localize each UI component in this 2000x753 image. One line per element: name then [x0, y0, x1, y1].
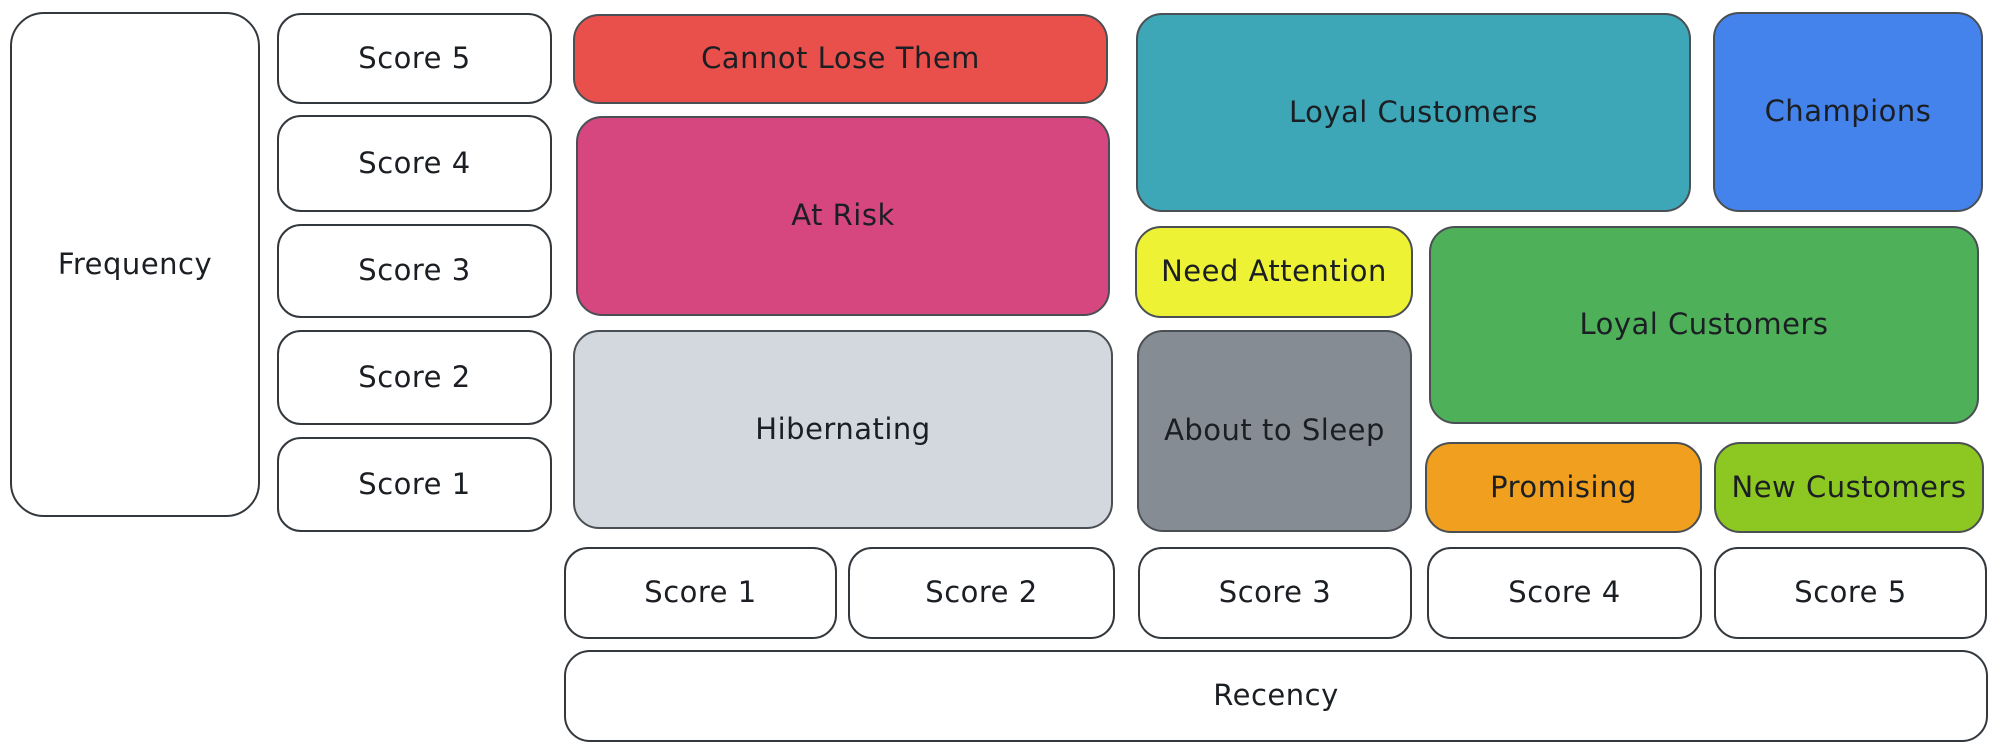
- recency-axis-label: Recency: [1213, 678, 1339, 713]
- recency-score-5-label: Score 5: [1794, 575, 1907, 610]
- frequency-score-1-box: Score 1: [277, 437, 552, 532]
- segment-need-attention: Need Attention: [1135, 226, 1413, 318]
- recency-score-2-box: Score 2: [848, 547, 1115, 639]
- recency-score-2-label: Score 2: [925, 575, 1038, 610]
- recency-score-4-box: Score 4: [1427, 547, 1702, 639]
- frequency-score-4-box: Score 4: [277, 115, 552, 212]
- frequency-score-3-label: Score 3: [358, 253, 471, 288]
- recency-score-3-box: Score 3: [1138, 547, 1412, 639]
- segment-hibernating-label: Hibernating: [755, 411, 931, 446]
- segment-about-to-sleep-label: About to Sleep: [1164, 413, 1385, 448]
- segment-need-attention-label: Need Attention: [1161, 254, 1387, 289]
- segment-loyal-customers-upper-label: Loyal Customers: [1288, 94, 1539, 129]
- segment-promising: Promising: [1425, 442, 1702, 533]
- frequency-score-2-label: Score 2: [358, 359, 471, 394]
- frequency-score-3-box: Score 3: [277, 224, 552, 318]
- frequency-score-4-label: Score 4: [358, 145, 471, 180]
- recency-axis-box: Recency: [564, 650, 1988, 742]
- recency-score-5-box: Score 5: [1714, 547, 1987, 639]
- frequency-score-5-label: Score 5: [358, 40, 471, 75]
- segment-promising-label: Promising: [1490, 469, 1637, 504]
- frequency-axis-label: Frequency: [57, 246, 213, 281]
- segment-champions-label: Champions: [1764, 94, 1932, 129]
- segment-cannot-lose-them: Cannot Lose Them: [573, 14, 1108, 104]
- segment-about-to-sleep: About to Sleep: [1137, 330, 1412, 532]
- frequency-score-5-box: Score 5: [277, 13, 552, 104]
- segment-at-risk-label: At Risk: [791, 198, 895, 233]
- recency-score-4-label: Score 4: [1508, 575, 1621, 610]
- segment-new-customers-label: New Customers: [1731, 469, 1967, 504]
- frequency-axis-box: Frequency: [10, 12, 260, 517]
- segment-cannot-lose-them-label: Cannot Lose Them: [701, 41, 980, 76]
- segment-loyal-customers-upper: Loyal Customers: [1136, 13, 1691, 212]
- segment-loyal-customers-lower-label: Loyal Customers: [1579, 307, 1829, 342]
- frequency-score-2-box: Score 2: [277, 330, 552, 425]
- recency-score-3-label: Score 3: [1218, 575, 1332, 610]
- recency-score-1-box: Score 1: [564, 547, 837, 639]
- recency-score-1-label: Score 1: [644, 575, 757, 610]
- segment-at-risk: At Risk: [576, 116, 1110, 316]
- frequency-score-1-label: Score 1: [358, 466, 471, 501]
- segment-new-customers: New Customers: [1714, 442, 1984, 533]
- segment-hibernating: Hibernating: [573, 330, 1113, 529]
- segment-champions: Champions: [1713, 12, 1983, 212]
- segment-loyal-customers-lower: Loyal Customers: [1429, 226, 1979, 424]
